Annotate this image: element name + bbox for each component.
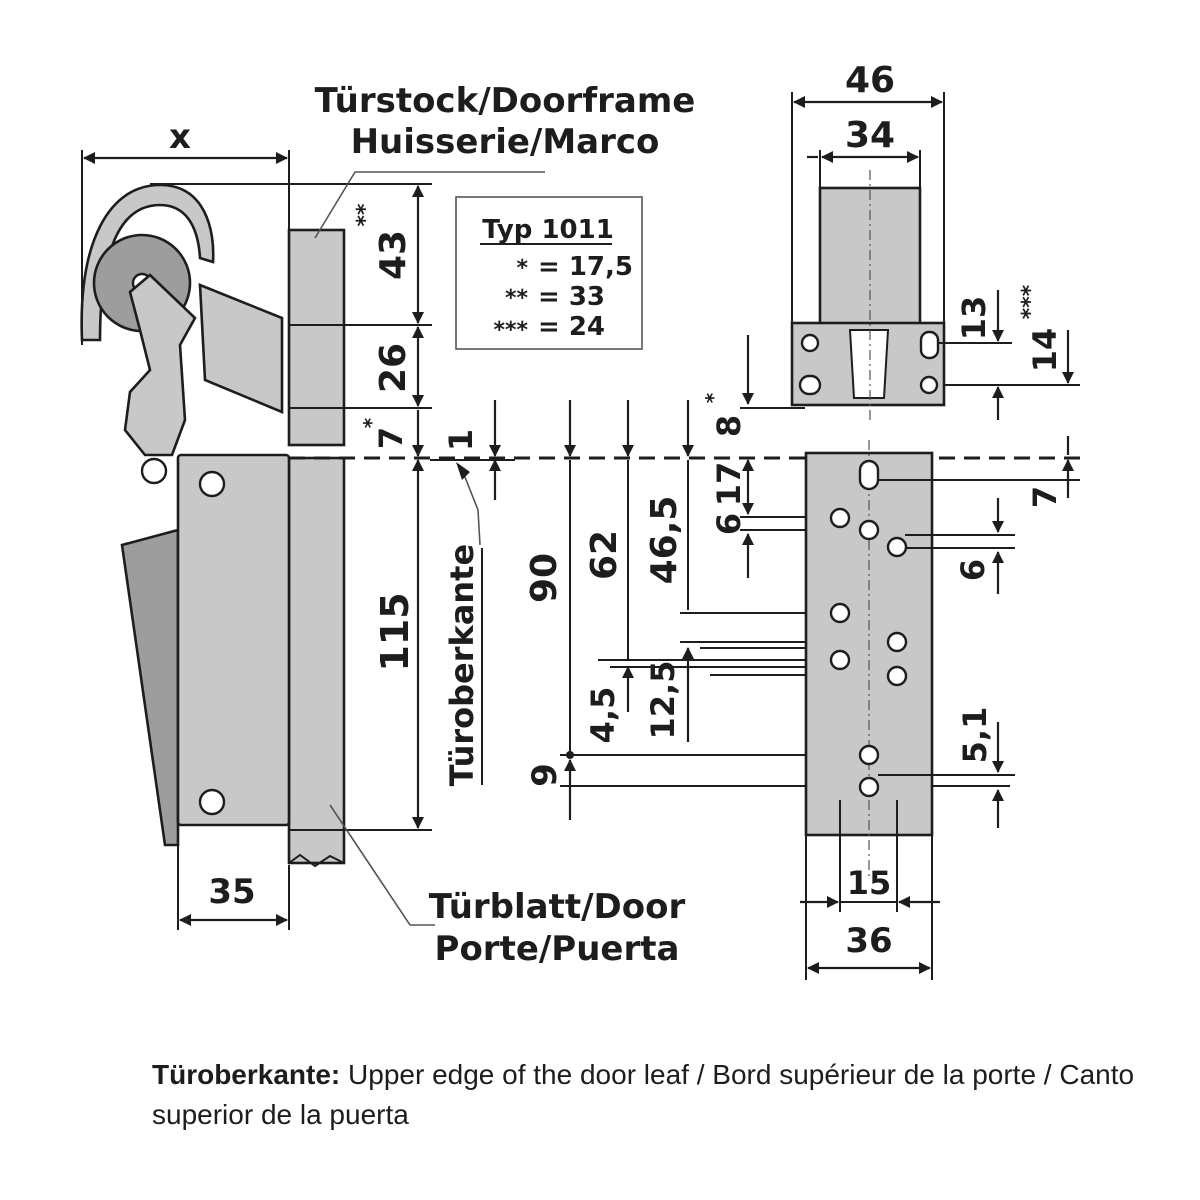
type-box: Typ 1011 * = 17,5 ** = 33 *** = 24 (455, 196, 643, 350)
svg-text:6: 6 (710, 513, 748, 535)
svg-text:***: *** (1018, 284, 1043, 319)
dim-middle-vertical: 90 62 46,5 4,5 12,5 9 (524, 400, 1010, 820)
svg-text:Huisserie/Marco: Huisserie/Marco (351, 122, 660, 162)
svg-text:*: * (359, 417, 383, 428)
svg-text:*: * (701, 392, 725, 403)
svg-text:= 33: = 33 (538, 282, 605, 312)
plate-hole-8 (858, 744, 880, 766)
svg-text:**: ** (353, 203, 378, 227)
plate-slot-top (858, 459, 880, 491)
svg-text:15: 15 (847, 864, 892, 902)
plate-hole-1 (829, 507, 851, 529)
svg-text:62: 62 (584, 530, 625, 580)
dim-35: 35 (177, 825, 290, 930)
svg-text:115: 115 (373, 592, 417, 671)
closer-arm (123, 273, 197, 457)
plate-hole-7 (886, 665, 908, 687)
svg-text:*: * (516, 256, 528, 281)
closer-arm-hook (80, 183, 215, 342)
plate-hole-6 (829, 649, 851, 671)
side-view (80, 183, 346, 868)
door-leaf (287, 456, 346, 865)
svg-text:46,5: 46,5 (644, 496, 685, 585)
svg-text:4,5: 4,5 (584, 687, 622, 744)
plate-hole-3 (886, 536, 908, 558)
bracket-slot-bl (798, 374, 822, 396)
svg-text:46: 46 (845, 60, 895, 101)
doorframe (287, 228, 346, 447)
svg-text:14: 14 (1026, 328, 1064, 373)
svg-text:**: ** (505, 286, 529, 311)
plate-screw-bottom (198, 788, 226, 816)
dim-1: 1 (430, 400, 515, 500)
plate-hole-9 (858, 776, 880, 798)
dim-46-34: 46 34 (791, 60, 945, 325)
dim-13-14: 13 14 *** (938, 284, 1080, 498)
caption-text: Upper edge of the door leaf / Bord supér… (152, 1059, 1135, 1130)
frame-bracket (198, 283, 284, 414)
bracket-hole-tl (800, 333, 820, 353)
plate-hole-4 (829, 602, 851, 624)
caption: Türoberkante: Upper edge of the door lea… (152, 1055, 1142, 1135)
svg-text:36: 36 (845, 921, 892, 961)
svg-text:1: 1 (442, 429, 480, 451)
svg-text:Porte/Puerta: Porte/Puerta (435, 929, 680, 969)
closer-body (120, 528, 180, 847)
svg-text:90: 90 (524, 553, 565, 603)
svg-text:26: 26 (373, 343, 414, 393)
bracket-stem (848, 329, 890, 399)
svg-text:7: 7 (1026, 486, 1064, 508)
bracket-slot-tr (919, 330, 940, 360)
svg-text:8: 8 (710, 415, 748, 437)
svg-text:7: 7 (372, 427, 410, 449)
svg-text:Türoberkante: Türoberkante (443, 544, 481, 786)
svg-text:12,5: 12,5 (644, 661, 682, 740)
door-mounting-plate (176, 453, 291, 827)
caption-term: Türoberkante: (152, 1059, 341, 1090)
svg-text:= 17,5: = 17,5 (538, 252, 633, 282)
doorframe-label: Türstock/Doorframe Huisserie/Marco (314, 81, 696, 239)
door-top-edge-label: Türoberkante (443, 462, 483, 786)
door-leaf-break (288, 853, 345, 868)
plate-hole-2 (858, 519, 880, 541)
plate-hole-5 (886, 631, 908, 653)
svg-text:x: x (169, 117, 191, 157)
plate-screw-top (198, 470, 226, 498)
svg-text:43: 43 (373, 230, 414, 280)
bracket-hole-br (919, 375, 939, 395)
dim-x: x (81, 117, 290, 345)
svg-text:6: 6 (954, 559, 992, 581)
door-label: Türblatt/Door Porte/Puerta (329, 804, 686, 969)
dim-left-vertical: 43 ** 26 7 * 115 (150, 183, 432, 831)
svg-text:5,1: 5,1 (956, 707, 994, 764)
svg-text:17: 17 (710, 462, 748, 507)
dim-right-7-6-51: 7 6 5,1 (878, 436, 1080, 828)
front-view (790, 170, 946, 880)
svg-text:= 24: = 24 (538, 312, 605, 342)
arm-pivot (140, 457, 168, 485)
dim-15-36: 15 36 (800, 800, 940, 980)
svg-text:Türblatt/Door: Türblatt/Door (429, 887, 686, 927)
svg-text:***: *** (493, 318, 528, 343)
svg-text:Türstock/Doorframe: Türstock/Doorframe (315, 81, 696, 121)
svg-text:35: 35 (208, 872, 255, 912)
svg-text:Typ 1011: Typ 1011 (482, 215, 614, 245)
svg-text:13: 13 (955, 296, 993, 341)
svg-text:9: 9 (525, 763, 565, 787)
svg-text:34: 34 (845, 115, 895, 156)
